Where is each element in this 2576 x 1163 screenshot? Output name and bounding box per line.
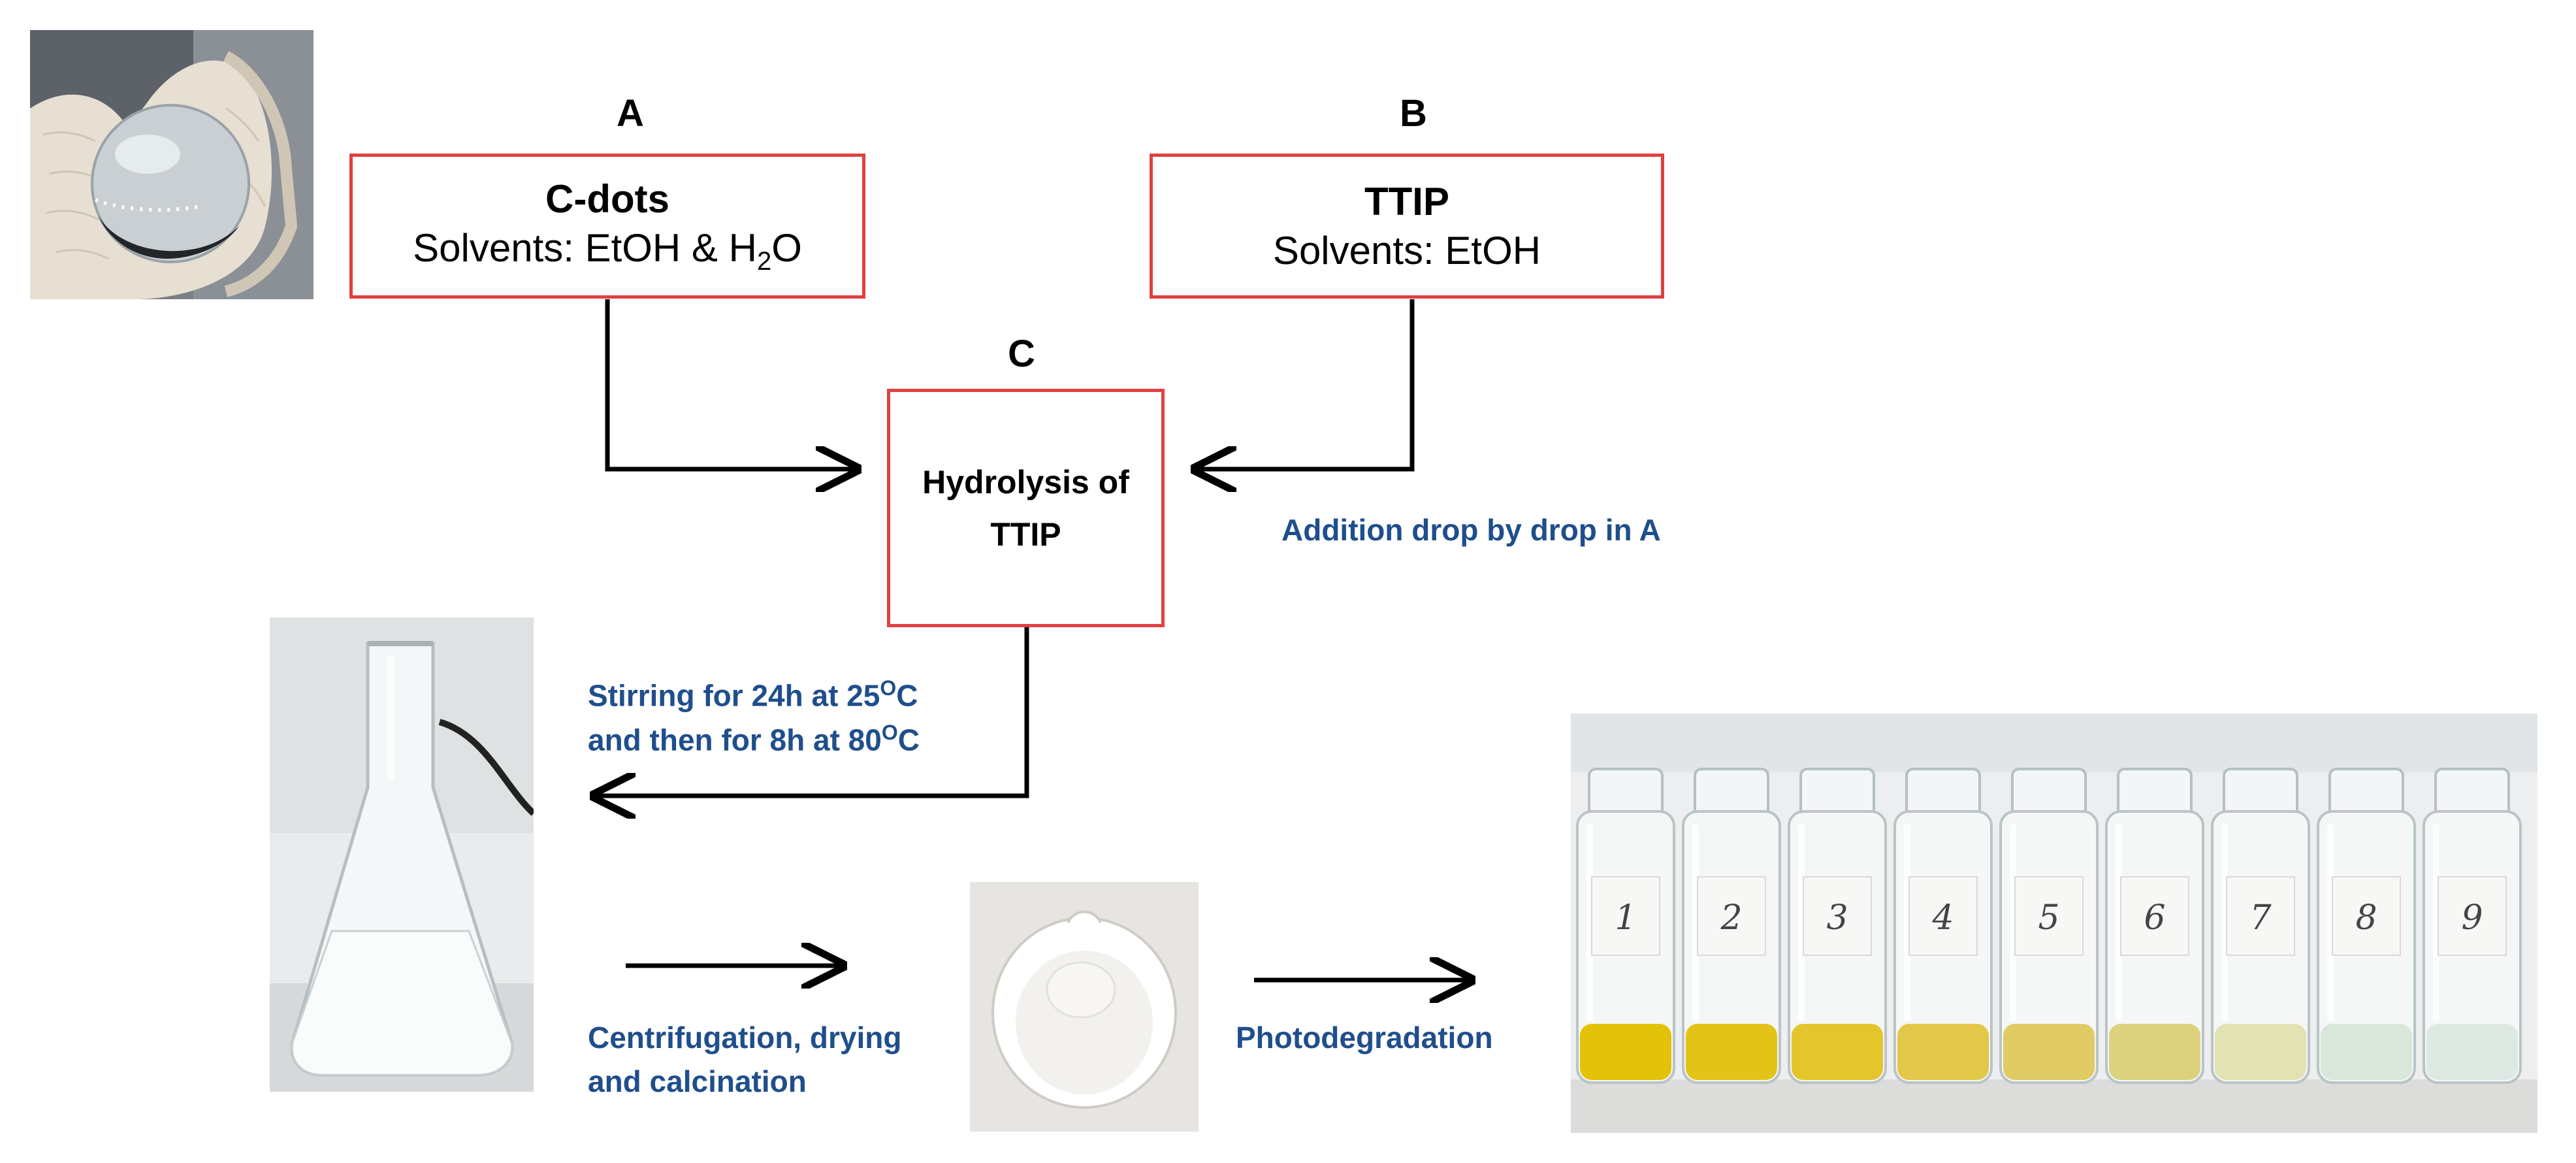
vial-5 <box>1999 768 2099 1084</box>
arrow-c-to-flask <box>594 627 1029 796</box>
step-b-title: TTIP <box>1364 180 1449 223</box>
vial-label: 9 <box>2461 898 2483 938</box>
step-c-letter: C <box>1008 333 1035 375</box>
vials-svg: 1 2 3 4 5 6 7 8 9 <box>1571 713 2537 1133</box>
vial-label: 6 <box>2144 898 2165 938</box>
vial-label: 4 <box>1931 898 1954 938</box>
step-c-line1: Hydrolysis of <box>922 463 1129 500</box>
vial-label: 3 <box>1826 898 1848 938</box>
step-b-solvents: Solvents: EtOH <box>1272 229 1541 272</box>
step-a-letter: A <box>617 92 644 135</box>
stirring-note: Stirring for 24h at 25OC and then for 8h… <box>588 676 920 757</box>
step-b-letter: B <box>1400 92 1427 135</box>
vial-label: 1 <box>1615 898 1636 938</box>
vial-3 <box>1788 768 1887 1084</box>
step-a-solvents: Solvents: EtOH & H2O <box>413 226 802 276</box>
dish-powder-photo <box>970 882 1199 1132</box>
vials-photo: 1 2 3 4 5 6 7 8 9 <box>1571 713 2537 1133</box>
step-b-box: TTIP Solvents: EtOH <box>1150 154 1664 299</box>
step-c-line2: TTIP <box>990 516 1061 553</box>
arrow-a-to-c <box>605 299 857 469</box>
step-a-box: C-dots Solvents: EtOH & H2O <box>349 154 865 299</box>
arrow-b-to-c <box>1195 299 1415 469</box>
step-c-box: Hydrolysis of TTIP <box>887 389 1165 627</box>
vial-6 <box>2105 768 2204 1084</box>
vial-9 <box>2423 768 2522 1084</box>
vial-label: 5 <box>2038 898 2059 938</box>
flask-in-hand-photo <box>30 30 314 299</box>
vial-label: 2 <box>1720 898 1742 938</box>
vial-4 <box>1893 768 1993 1084</box>
vial-8 <box>2317 768 2416 1084</box>
vial-label: 7 <box>2249 898 2272 938</box>
vial-1 <box>1576 768 1675 1084</box>
vial-2 <box>1682 768 1781 1084</box>
centrifugation-note: Centrifugation, drying and calcination <box>588 1021 902 1098</box>
photodegradation-note: Photodegradation <box>1236 1021 1493 1055</box>
addition-note: Addition drop by drop in A <box>1281 513 1661 547</box>
step-a-title: C-dots <box>545 177 669 221</box>
vial-7 <box>2211 768 2310 1084</box>
vial-label: 8 <box>2355 898 2377 938</box>
erlenmeyer-flask-photo <box>270 617 534 1092</box>
